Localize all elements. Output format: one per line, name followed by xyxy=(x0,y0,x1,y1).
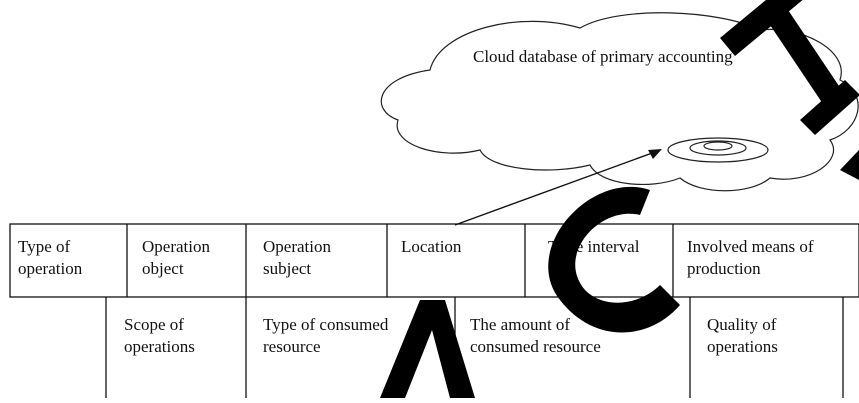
row2-cell-type-of-consumed-resource: Type of consumed resource xyxy=(263,315,389,356)
row2-cell-quality-of-operations: Quality of operations xyxy=(707,315,778,356)
row1-cell-time-interval: Time interval xyxy=(548,237,640,256)
row1-cell-operation-subject: Operation subject xyxy=(263,237,331,278)
row2-cell-scope-of-operations: Scope of operations xyxy=(124,315,195,356)
row1-cell-operation-object: Operation object xyxy=(142,237,210,278)
cloud-label: Cloud database of primary accounting xyxy=(473,47,733,66)
database-disk-icon xyxy=(667,137,769,163)
cloud-shape xyxy=(380,12,859,192)
row2-cell-amount-of-consumed-resource: The amount of consumed resource xyxy=(470,315,601,356)
row1-cell-means-of-production: Involved means of production xyxy=(687,237,814,278)
row1-cell-location: Location xyxy=(401,237,462,256)
row1-cell-type-of-operation: Type of operation xyxy=(18,237,83,278)
